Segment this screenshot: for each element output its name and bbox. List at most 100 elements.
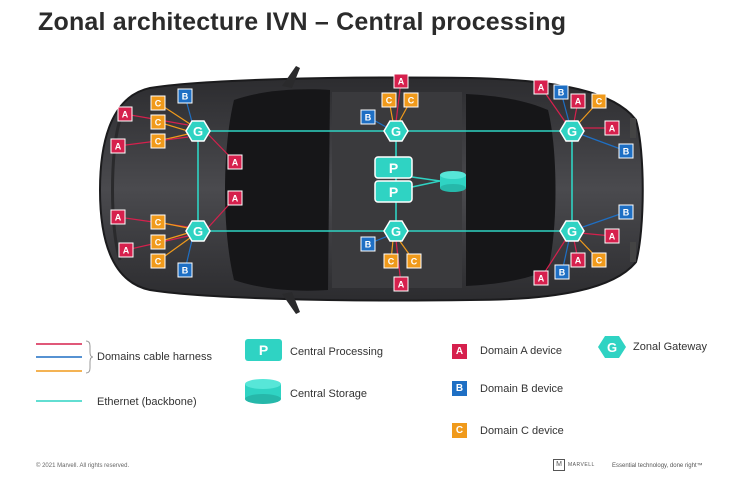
marvell-brand: MARVELL <box>568 462 595 468</box>
domain-c-device: C <box>383 253 399 269</box>
zonal-gateway: G <box>559 120 585 142</box>
svg-text:C: C <box>388 257 395 267</box>
legend-domain-b-badge: B <box>452 381 467 396</box>
legend-domain-a: Domain A device <box>480 345 562 357</box>
domain-b-device: B <box>177 262 193 278</box>
zonal-gateway: G <box>559 220 585 242</box>
domain-a-device: A <box>110 138 126 154</box>
svg-text:B: B <box>558 88 565 98</box>
domain-c-device: C <box>150 214 166 230</box>
zonal-gateway: G <box>383 220 409 242</box>
svg-text:A: A <box>232 194 239 204</box>
legend-zonal-gateway: Zonal Gateway <box>633 341 707 353</box>
domain-c-device: C <box>150 234 166 250</box>
svg-text:A: A <box>115 142 122 152</box>
svg-text:B: B <box>182 266 189 276</box>
svg-text:C: C <box>155 99 162 109</box>
svg-text:G: G <box>391 124 401 139</box>
svg-text:B: B <box>559 268 566 278</box>
marvell-logo: M MARVELL <box>553 459 595 471</box>
domain-a-device: A <box>570 93 586 109</box>
domain-b-device: B <box>360 236 376 252</box>
legend-ethernet-label: Ethernet (backbone) <box>97 396 197 408</box>
svg-text:G: G <box>391 224 401 239</box>
domain-c-device: C <box>150 95 166 111</box>
domain-b-device: B <box>553 84 569 100</box>
domain-c-device: C <box>150 133 166 149</box>
domain-c-device: C <box>150 253 166 269</box>
svg-text:A: A <box>575 97 582 107</box>
svg-text:C: C <box>155 118 162 128</box>
svg-text:P: P <box>259 342 268 358</box>
legend-domain-c: Domain C device <box>480 425 564 437</box>
svg-text:B: B <box>623 147 630 157</box>
central-processing-unit: P <box>374 180 413 203</box>
svg-text:G: G <box>607 340 617 355</box>
domain-b-device: B <box>554 264 570 280</box>
svg-text:C: C <box>408 96 415 106</box>
domain-c-device: C <box>381 92 397 108</box>
svg-text:C: C <box>155 218 162 228</box>
domain-b-device: B <box>360 109 376 125</box>
domain-b-device: B <box>177 88 193 104</box>
svg-text:A: A <box>538 274 545 284</box>
marvell-logo-icon: M <box>553 459 565 471</box>
domain-a-device: A <box>118 242 134 258</box>
svg-text:A: A <box>609 232 616 242</box>
domain-c-device: C <box>150 114 166 130</box>
legend-harness-label: Domains cable harness <box>97 351 212 363</box>
svg-text:A: A <box>538 83 545 93</box>
domain-a-device: A <box>117 106 133 122</box>
svg-text:G: G <box>567 224 577 239</box>
domain-c-device: C <box>403 92 419 108</box>
domain-a-device: A <box>604 120 620 136</box>
svg-text:G: G <box>193 124 203 139</box>
svg-text:C: C <box>411 257 418 267</box>
central-processing-unit: P <box>374 156 413 179</box>
svg-text:A: A <box>398 77 405 87</box>
legend-graphics: P G <box>36 336 626 404</box>
svg-text:C: C <box>596 97 603 107</box>
svg-text:P: P <box>389 184 398 200</box>
svg-text:A: A <box>123 246 130 256</box>
domain-a-device: A <box>393 73 409 89</box>
domain-a-device: A <box>533 270 549 286</box>
svg-text:A: A <box>575 256 582 266</box>
domain-c-device: C <box>591 252 607 268</box>
zonal-gateway: G <box>185 220 211 242</box>
central-storage-cylinder <box>440 171 466 192</box>
svg-text:C: C <box>596 256 603 266</box>
domain-a-device: A <box>533 79 549 95</box>
domain-a-device: A <box>110 209 126 225</box>
legend-domain-c-badge: C <box>452 423 467 438</box>
svg-text:G: G <box>567 124 577 139</box>
svg-text:C: C <box>155 238 162 248</box>
domain-b-device: B <box>618 143 634 159</box>
svg-text:B: B <box>182 92 189 102</box>
svg-text:B: B <box>365 113 372 123</box>
svg-text:A: A <box>609 124 616 134</box>
zonal-gateway: G <box>383 120 409 142</box>
svg-text:P: P <box>389 160 398 176</box>
svg-text:A: A <box>398 280 405 290</box>
svg-text:B: B <box>365 240 372 250</box>
svg-text:C: C <box>386 96 393 106</box>
legend-domain-a-badge: A <box>452 344 467 359</box>
footer-copyright: © 2021 Marvell. All rights reserved. <box>36 463 130 469</box>
domain-a-device: A <box>393 276 409 292</box>
domain-c-device: C <box>591 93 607 109</box>
svg-text:C: C <box>155 257 162 267</box>
legend-domain-b: Domain B device <box>480 383 564 395</box>
domain-a-device: A <box>227 190 243 206</box>
domain-a-device: A <box>604 228 620 244</box>
page-title: Zonal architecture IVN – Central process… <box>38 8 567 36</box>
domain-a-device: A <box>227 154 243 170</box>
footer-tagline: Essential technology, done right™ <box>612 463 703 469</box>
svg-text:A: A <box>122 110 129 120</box>
domain-a-device: A <box>570 252 586 268</box>
svg-text:C: C <box>155 137 162 147</box>
zonal-gateway: G <box>185 120 211 142</box>
svg-text:A: A <box>232 158 239 168</box>
